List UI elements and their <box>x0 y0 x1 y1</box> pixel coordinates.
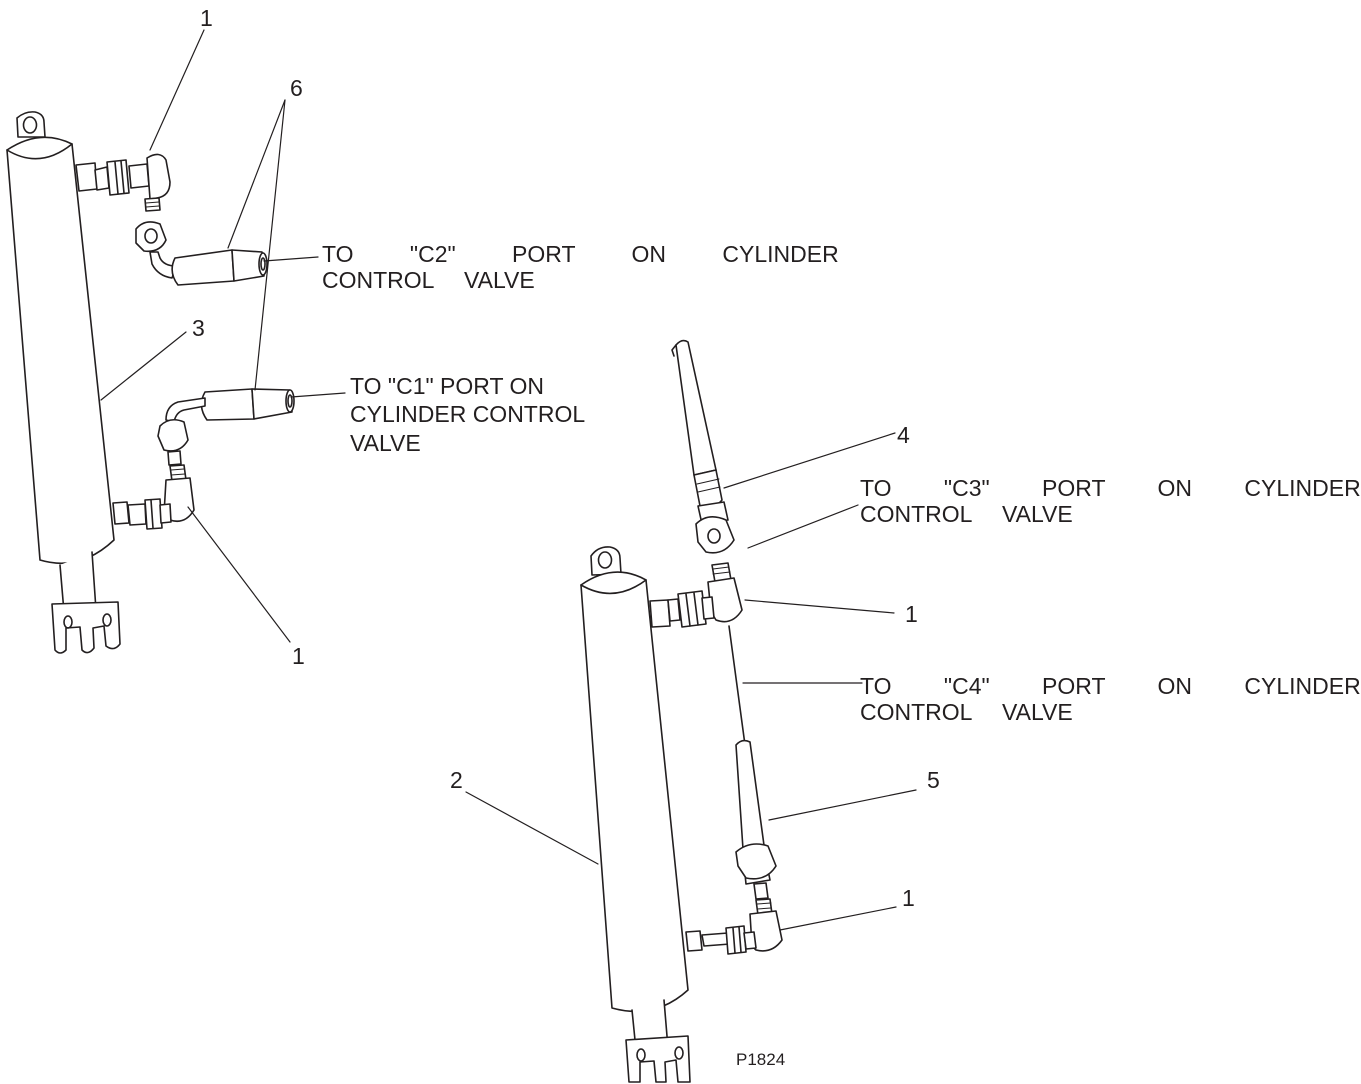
right-cylinder <box>465 546 703 1083</box>
callout-6: 6 <box>290 75 303 101</box>
leader-c3-port <box>747 504 859 549</box>
right-lower-elbow-fitting <box>701 898 897 955</box>
leader-6-b <box>254 99 286 391</box>
left-lower-elbow-fitting <box>127 464 291 643</box>
note-c4-line-1: TO "C4" PORT ON CYLINDER <box>860 673 1361 699</box>
callout-4: 4 <box>897 422 910 448</box>
callout-2: 2 <box>450 767 463 793</box>
right-upper-hose <box>671 339 896 554</box>
note-c2-line-1: TO "C2" PORT ON CYLINDER <box>322 241 839 267</box>
callout-1-right-upper: 1 <box>905 601 918 627</box>
note-c3-line-1: TO "C3" PORT ON CYLINDER <box>860 475 1361 501</box>
leader-1-top <box>149 29 205 151</box>
left-lower-tube-hose <box>157 388 346 466</box>
left-upper-tube-hose <box>135 221 319 286</box>
right-upper-elbow-fitting <box>667 562 895 628</box>
note-c2-line-2: CONTROL VALVE <box>322 267 535 293</box>
right-lower-tube-hose <box>728 625 917 900</box>
note-c4-line-2: CONTROL VALVE <box>860 699 1073 725</box>
callout-1-mid: 1 <box>292 643 305 669</box>
note-c1-line-1: TO "C1" PORT ON <box>350 373 544 399</box>
note-c3-line-2: CONTROL VALVE <box>860 501 1073 527</box>
figure-reference: P1824 <box>736 1050 786 1069</box>
callout-3: 3 <box>192 315 205 341</box>
note-c1-line-3: VALVE <box>350 430 421 456</box>
callout-5: 5 <box>927 767 940 793</box>
hydraulic-cylinder-diagram <box>6 29 917 1083</box>
callout-1-top: 1 <box>200 5 213 31</box>
left-upper-elbow-fitting <box>94 153 171 212</box>
callout-1-right-lower: 1 <box>902 885 915 911</box>
note-c1-line-2: CYLINDER CONTROL <box>350 401 586 427</box>
leader-6-a <box>227 99 286 249</box>
